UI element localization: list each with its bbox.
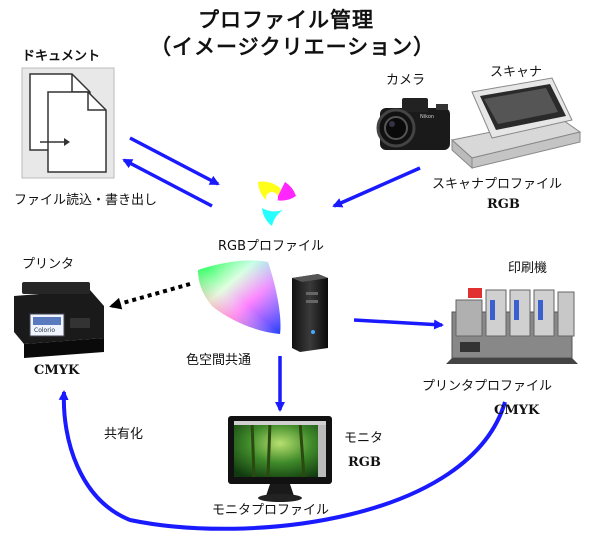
- label-gamut: 色空間共通: [186, 353, 252, 368]
- arrow-gamut-to-printer: [109, 282, 191, 310]
- pc-tower-icon: [292, 274, 328, 352]
- color-gamut-icon: [198, 260, 281, 334]
- printing-press-icon: [446, 288, 578, 364]
- svg-text:Colorio: Colorio: [34, 327, 55, 334]
- arrow-doc-to-rgb: [129, 136, 220, 186]
- printer-icon: Colorio: [14, 282, 104, 358]
- arrow-center-to-press: [353, 318, 444, 330]
- camera-icon: Nikon: [376, 98, 450, 150]
- label-scanner-rgb: RGB: [487, 197, 520, 212]
- title-line2: （イメージクリエーション）: [150, 35, 436, 59]
- label-monitor: モニタ: [344, 431, 384, 446]
- document-icon: [21, 67, 115, 179]
- label-press-cmyk: CMYK: [494, 403, 540, 418]
- monitor-icon: [228, 416, 332, 502]
- label-monitor-rgb: RGB: [348, 455, 381, 470]
- arrow-rgb-to-doc: [122, 158, 213, 208]
- label-monitor-profile: モニタプロファイル: [212, 503, 330, 518]
- arrow-scanner-to-rgb: [332, 166, 421, 208]
- label-camera: カメラ: [386, 73, 426, 88]
- rgb-circles-icon: [229, 151, 315, 231]
- label-scanner-profile: スキャナプロファイル: [432, 177, 563, 192]
- label-press: 印刷機: [508, 261, 548, 276]
- shared-curve: [58, 390, 507, 531]
- label-file-io: ファイル読込・書き出し: [14, 193, 158, 208]
- label-rgb-profile: RGBプロファイル: [218, 239, 325, 254]
- label-document: ドキュメント: [22, 49, 101, 64]
- svg-text:Nikon: Nikon: [420, 114, 434, 120]
- label-press-profile: プリンタプロファイル: [422, 379, 553, 394]
- label-printer-cmyk: CMYK: [34, 363, 80, 378]
- arrows: [58, 136, 507, 531]
- label-printer: プリンタ: [22, 257, 75, 272]
- label-shared: 共有化: [104, 427, 144, 442]
- title-line1: プロファイル管理: [198, 8, 374, 32]
- scanner-icon: [450, 77, 582, 170]
- label-scanner: スキャナ: [490, 65, 543, 80]
